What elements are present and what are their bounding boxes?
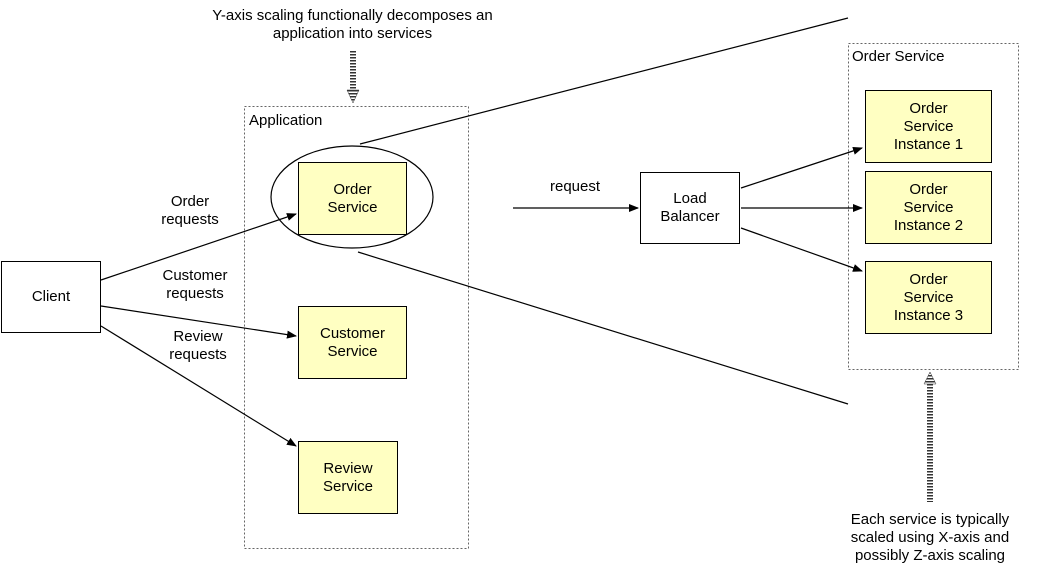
arrow-order-requests	[100, 213, 297, 281]
order-service-label-line-1: Order	[333, 180, 372, 198]
customer-requests-label-line-1: Customer	[162, 267, 228, 284]
arrow-customer-requests	[100, 305, 297, 339]
instance-2-label-line-2: Service	[903, 198, 954, 216]
y-axis-annotation: Y-axis scaling functionally decomposes a…	[180, 7, 525, 43]
customer-service-box: Customer Service	[298, 306, 407, 379]
review-requests-label-line-1: Review	[173, 328, 223, 345]
application-title: Application	[249, 112, 323, 129]
order-service-instance-3-box: Order Service Instance 3	[865, 261, 992, 334]
order-service-highlight-ellipse	[270, 145, 434, 249]
review-requests-label-line-2: requests	[169, 346, 227, 363]
zoom-line-bottom	[357, 251, 849, 405]
order-service-container	[848, 43, 1019, 370]
request-label: request	[550, 178, 601, 195]
order-requests-label-line-2: requests	[161, 211, 219, 228]
arrow-lb-instance-3	[740, 227, 863, 272]
order-requests-label-line-1: Order	[170, 193, 210, 210]
review-service-box: Review Service	[298, 441, 398, 514]
instance-1-label-line-1: Order	[909, 99, 948, 117]
xz-axis-annotation-line-1: Each service is typically	[850, 511, 1010, 528]
client-label: Client	[31, 288, 71, 305]
xz-axis-annotation-line-3: possibly Z-axis scaling	[854, 547, 1006, 564]
order-requests-label: Order requests	[150, 193, 230, 229]
order-service-label-line-2: Service	[327, 198, 378, 216]
arrow-lb-instance-1	[740, 147, 863, 189]
load-balancer-label-line-1: Load	[673, 190, 707, 207]
customer-requests-label: Customer requests	[150, 267, 240, 303]
instance-2-label-line-1: Order	[909, 180, 948, 198]
xz-axis-annotation: Each service is typically scaled using X…	[825, 511, 1035, 565]
review-service-label-line-2: Service	[322, 477, 374, 495]
order-service-instance-2-box: Order Service Instance 2	[865, 171, 992, 244]
instance-3-label-line-1: Order	[909, 270, 948, 288]
customer-service-label-line-1: Customer	[319, 324, 386, 342]
order-service-container-title: Order Service	[852, 48, 945, 65]
review-service-label-line-1: Review	[323, 459, 373, 477]
customer-service-label-line-2: Service	[327, 342, 378, 360]
xz-axis-annotation-line-2: scaled using X-axis and	[850, 529, 1010, 546]
instance-3-label-line-3: Instance 3	[893, 306, 964, 324]
xz-axis-pointer-arrow	[923, 371, 937, 502]
instance-1-label-line-3: Instance 1	[893, 135, 964, 153]
y-axis-annotation-line-2: application into services	[272, 25, 433, 42]
y-axis-pointer-arrow	[346, 50, 360, 104]
instance-2-label-line-3: Instance 2	[893, 216, 964, 234]
review-requests-label: Review requests	[158, 328, 238, 364]
instance-3-label-line-2: Service	[903, 288, 954, 306]
zoom-line-top	[359, 17, 849, 145]
y-axis-annotation-line-1: Y-axis scaling functionally decomposes a…	[212, 7, 493, 24]
load-balancer-box: Load Balancer	[640, 172, 740, 244]
application-container	[244, 106, 469, 549]
client-box: Client	[1, 261, 101, 333]
load-balancer-label-line-2: Balancer	[660, 208, 720, 225]
instance-1-label-line-2: Service	[903, 117, 954, 135]
arrow-review-requests	[100, 325, 297, 447]
order-service-box: Order Service	[298, 162, 407, 235]
customer-requests-label-line-2: requests	[166, 285, 224, 302]
order-service-instance-1-box: Order Service Instance 1	[865, 90, 992, 163]
